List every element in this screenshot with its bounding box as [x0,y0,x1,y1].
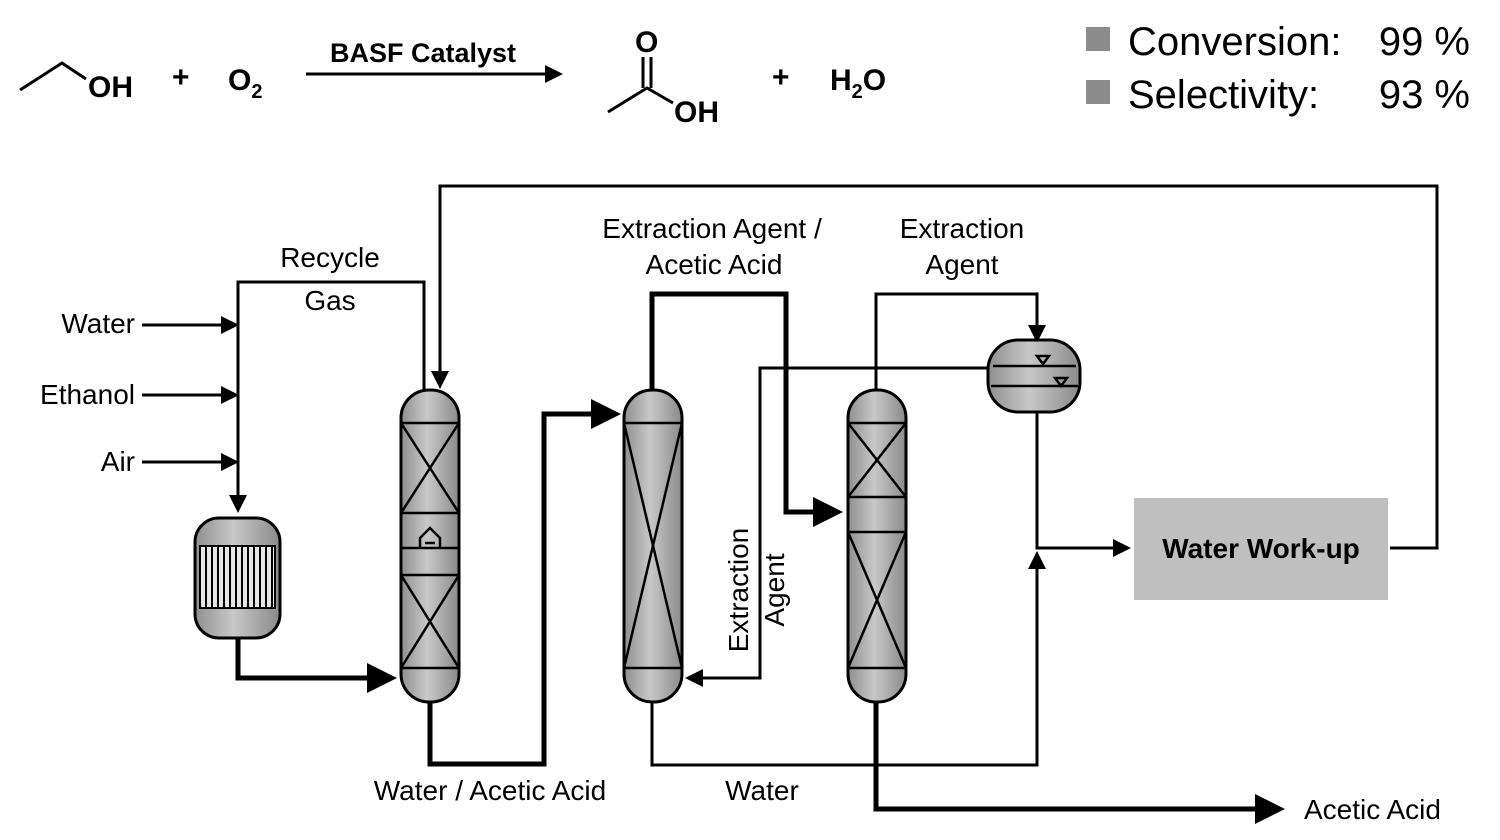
water-formula-label: H2O [830,64,886,103]
stats-legend: Conversion: 99 % Selectivity: 93 % [1086,20,1470,117]
decanter-to-workup-line [1035,412,1131,557]
extraction-acid-label-1: Extraction Agent / [602,213,822,244]
legend-square-conversion [1086,27,1110,51]
plus-sign-1: + [172,61,190,94]
recycle-gas-label-1: Recycle [280,242,380,273]
feed-lines: Water Ethanol Air [40,280,426,513]
acetic-acid-skeleton [607,86,674,114]
air-feed-label: Air [101,446,135,477]
absorber-bottoms-line [427,399,621,767]
reactor-vessel [193,516,282,640]
extract-to-column3-line [649,291,843,527]
ethanol-feed-label: Ethanol [40,379,135,410]
extraction-agent-top-label-2: Agent [925,249,998,280]
water-label: Water [725,775,799,806]
absorber-column [399,388,461,704]
decanter-vessel [986,338,1082,414]
carbonyl-o-label: O [635,26,658,59]
water-bottoms-line [650,551,1046,767]
acid-oh-label: OH [674,96,719,129]
conversion-label: Conversion: [1128,20,1341,64]
recycle-gas-line [229,280,426,513]
water-workup-box: Water Work-up [1134,498,1388,600]
acetic-acid-product-line [873,702,1285,824]
catalyst-label: BASF Catalyst [330,38,516,68]
water-feed-label: Water [61,308,135,339]
extraction-agent-top-label-1: Extraction [900,213,1025,244]
extraction-agent-side-label-1: Extraction [723,528,754,653]
ethanol-skeleton [19,61,87,92]
oxygen-label: O2 [228,64,262,103]
water-workup-label: Water Work-up [1162,533,1360,564]
plus-sign-2: + [772,61,790,94]
water-recycle-line [431,184,1439,550]
extraction-column [622,388,684,704]
reaction-equation: OH + O2 BASF Catalyst O OH + H2O [19,26,886,129]
acetic-acid-product-label: Acetic Acid [1304,794,1441,825]
conversion-value: 99 % [1379,20,1470,64]
recycle-gas-label-2: Gas [304,285,355,316]
water-acetic-acid-label: Water / Acetic Acid [374,775,606,806]
legend-square-selectivity [1086,80,1110,104]
extraction-acid-label-2: Acetic Acid [646,249,783,280]
selectivity-label: Selectivity: [1128,73,1319,117]
selectivity-value: 93 % [1379,73,1470,117]
column3-overhead-line [874,292,1046,390]
recovery-column [846,388,908,704]
ethanol-oh-label: OH [88,71,133,104]
extraction-agent-side-label-2: Agent [759,553,790,626]
reactor-outlet-line [235,638,397,693]
